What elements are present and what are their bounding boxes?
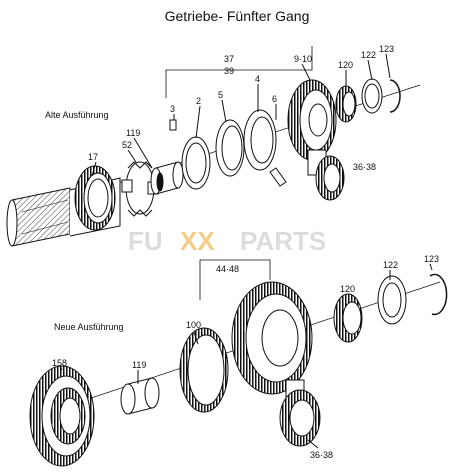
label-123b: 123 [424, 254, 439, 264]
leader-52 [127, 149, 137, 163]
label-119a: 119 [126, 128, 140, 138]
label-4: 4 [255, 74, 260, 84]
leader-122a [367, 59, 373, 81]
section-label-new: Neue Ausführung [54, 322, 124, 332]
label-9-10: 9·10 [294, 54, 312, 64]
label-39: 39 [224, 66, 234, 76]
part-36-38-gear [315, 155, 345, 201]
part-119b-bushing [120, 377, 160, 415]
part-123-circlip [389, 79, 401, 113]
label-2: 2 [196, 96, 201, 106]
label-5: 5 [218, 90, 223, 100]
leader-123b [429, 263, 433, 271]
part-6-key [269, 167, 287, 187]
part-120-bearing [335, 85, 357, 123]
label-3: 3 [170, 104, 175, 114]
leader-9-10 [301, 63, 311, 81]
part-100-ring [179, 327, 229, 413]
label-119b: 119 [132, 360, 146, 370]
part-17-synchro [74, 165, 116, 231]
upper-labels: 37 39 3 2 5 4 6 9·10 120 122 123 17 52 1… [88, 44, 394, 172]
part-122-washer [361, 78, 383, 114]
part-122b-washer [377, 275, 407, 325]
leader-158 [59, 365, 63, 371]
lower-assembly [29, 259, 448, 467]
label-44-48: 44·48 [216, 264, 239, 274]
leader-2 [195, 105, 201, 139]
label-122b: 122 [383, 260, 398, 270]
section-label-old: Alte Ausführung [45, 110, 109, 120]
lower-labels: 44·48 120 122 123 100 158 119 36·38 [52, 254, 439, 460]
bracket-37-39 [165, 46, 313, 98]
watermark-xx: XX [180, 226, 215, 256]
watermark-fu: FU [128, 226, 163, 256]
label-100: 100 [186, 320, 201, 330]
part-44-48-gear [231, 281, 313, 403]
part-9-10-gear [287, 79, 337, 176]
part-120b-bearing [333, 293, 363, 343]
part-123b-circlip [429, 273, 448, 316]
leader-123a [385, 53, 391, 79]
leader-5 [221, 99, 227, 123]
leader-119a [133, 137, 153, 169]
label-6: 6 [272, 94, 277, 104]
label-122a: 122 [361, 50, 376, 60]
label-120b: 120 [340, 284, 355, 294]
part-3-key [169, 119, 177, 131]
label-120a: 120 [338, 60, 353, 70]
bracket-44-48 [199, 259, 271, 300]
part-36-38b-gear [279, 389, 321, 447]
label-36-38a: 36·38 [353, 162, 376, 172]
label-52: 52 [122, 140, 132, 150]
leader-17 [91, 161, 97, 177]
leader-100 [193, 331, 199, 345]
label-123a: 123 [379, 44, 394, 54]
page-title: Getriebe- Fünfter Gang [164, 8, 310, 24]
part-158-synchro [29, 365, 95, 467]
part-119-bushing [150, 161, 184, 195]
watermark-parts: PARTS [240, 226, 326, 256]
part-2-washer [181, 136, 211, 190]
part-4-ring [243, 109, 277, 171]
watermark: FU XX PARTS [128, 226, 326, 256]
label-17: 17 [88, 152, 98, 162]
part-5-ring [215, 119, 245, 177]
label-158: 158 [52, 358, 67, 368]
upper-assembly [6, 46, 421, 247]
leader-36-38b [307, 439, 319, 449]
label-36-38b: 36·38 [310, 450, 333, 460]
label-37: 37 [224, 54, 234, 64]
